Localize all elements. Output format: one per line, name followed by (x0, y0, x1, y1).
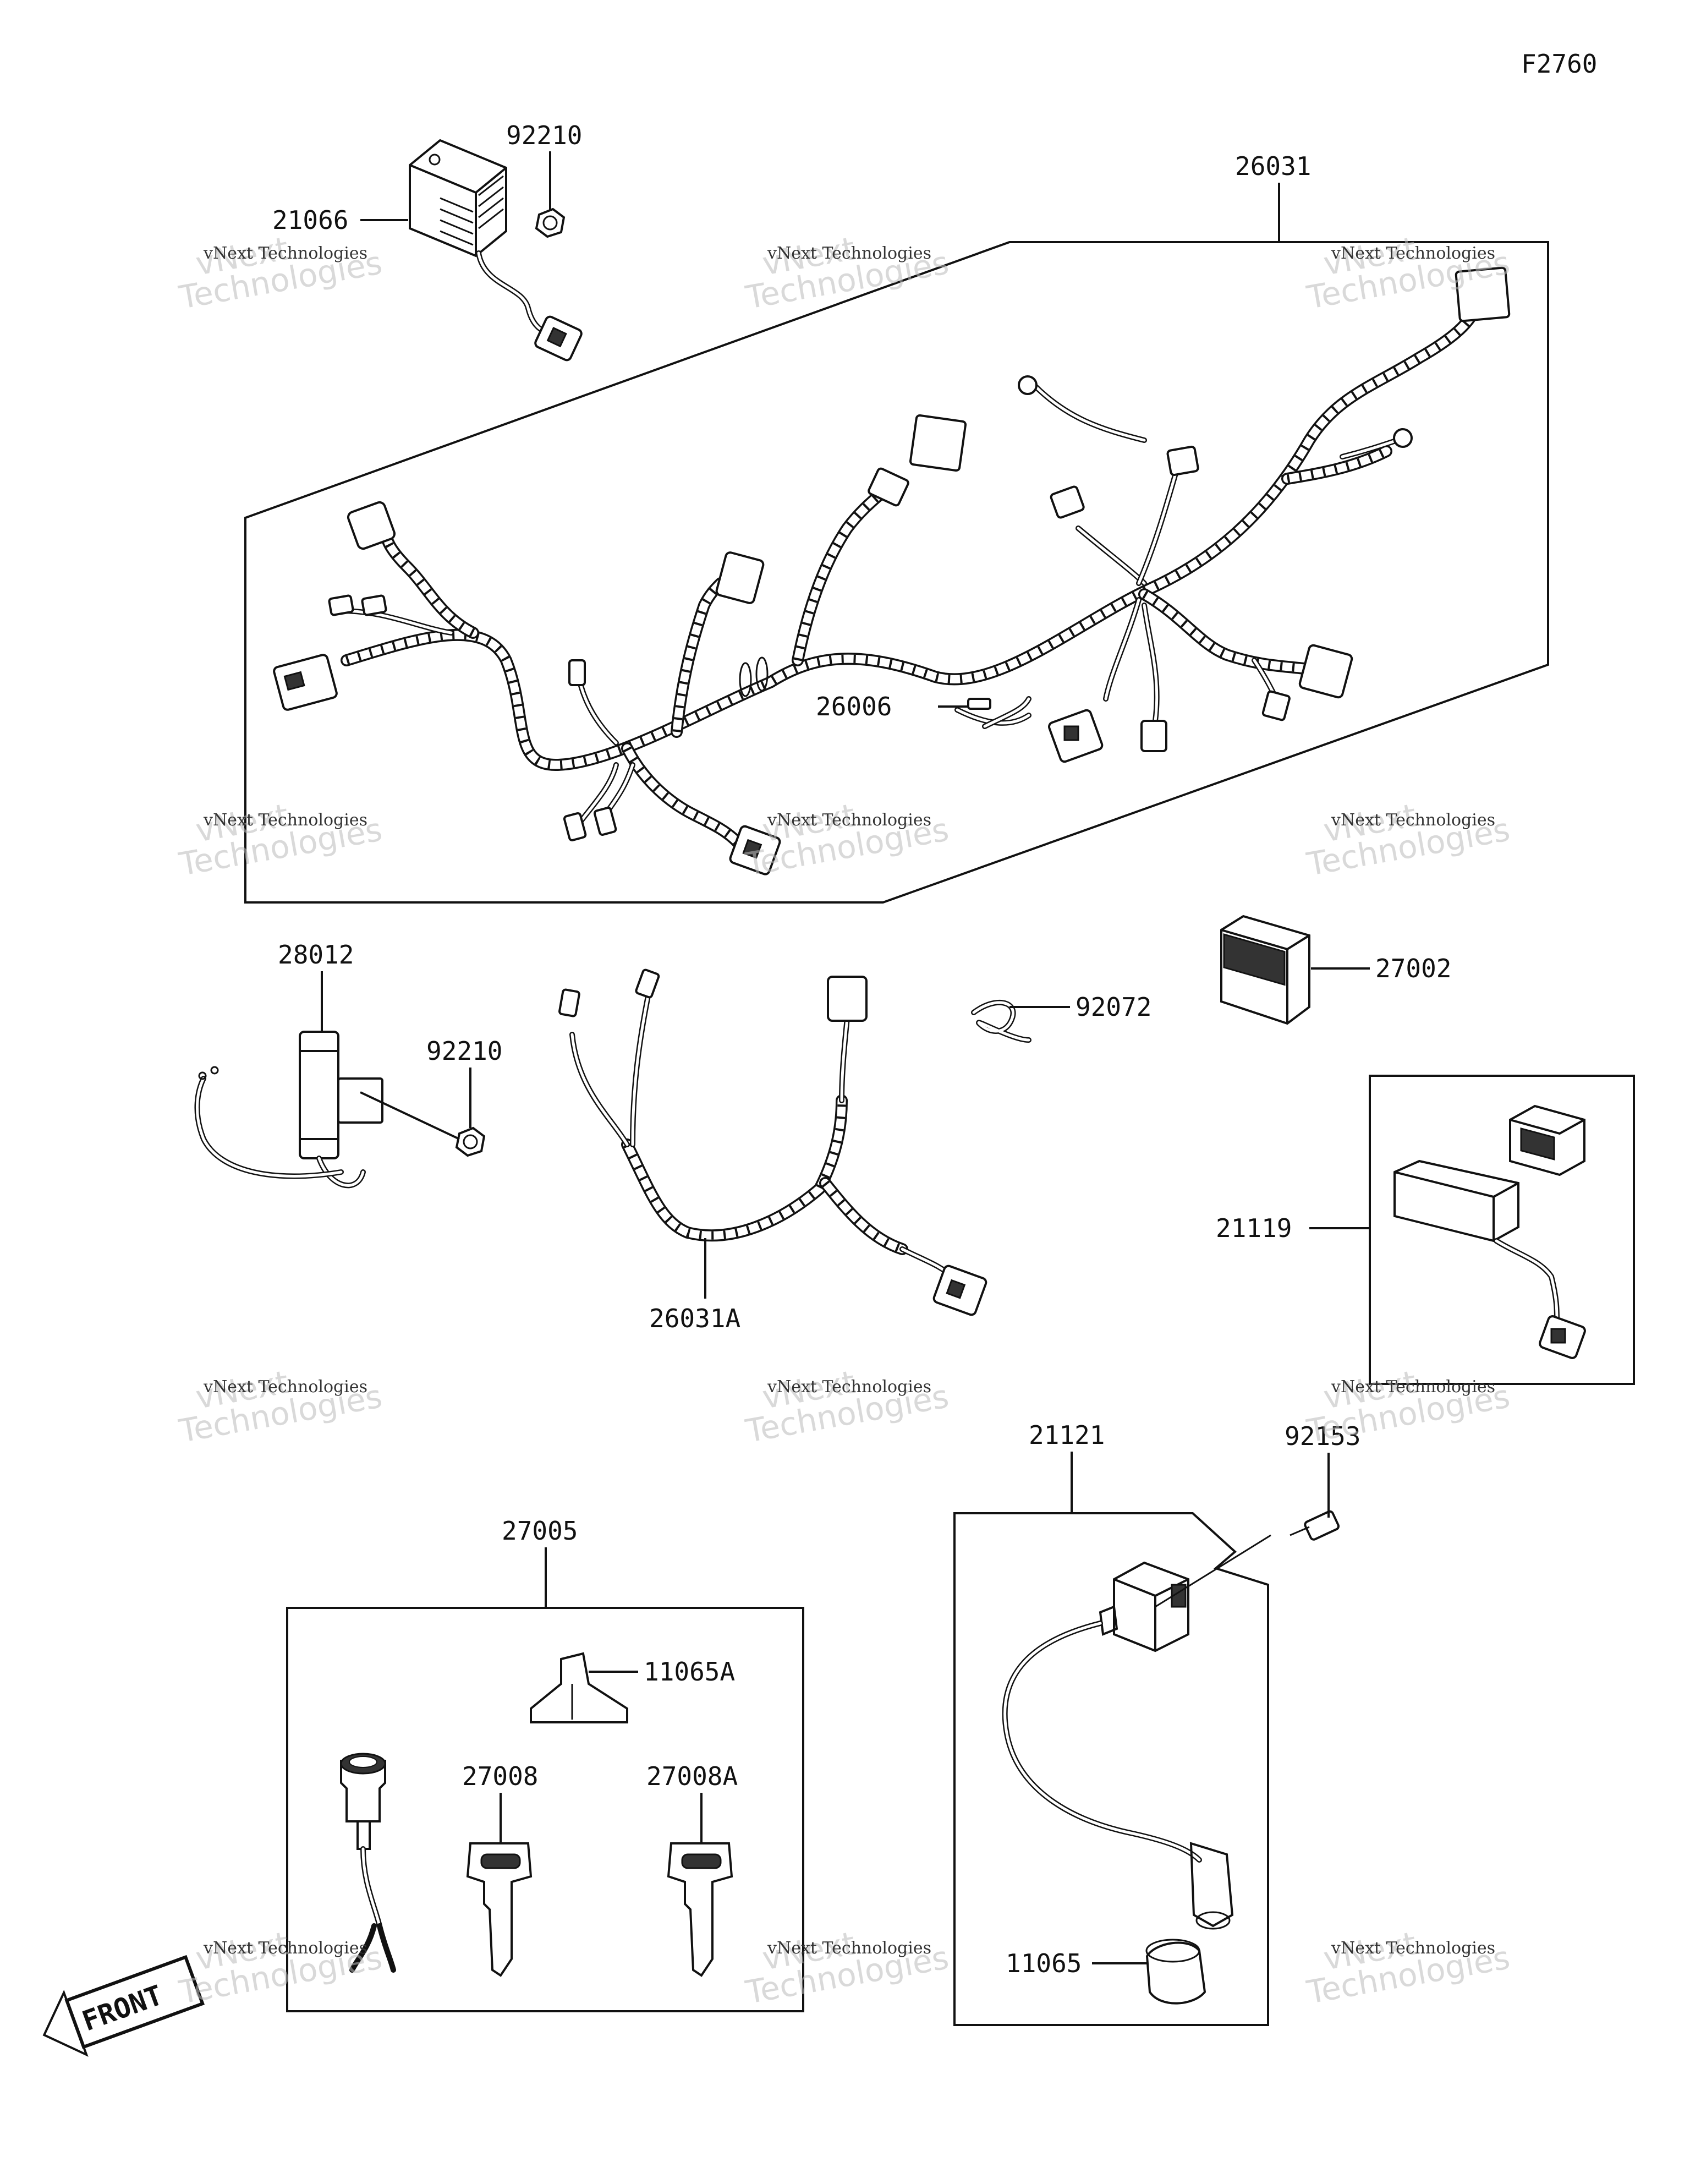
svg-text:vNext Technologies: vNext Technologies (767, 1939, 931, 1958)
svg-text:vNext Technologies: vNext Technologies (203, 811, 367, 830)
label-26031: 26031 (1235, 151, 1311, 181)
frame-26031 (244, 241, 1549, 904)
front-arrow: FRONT (42, 1955, 205, 2057)
label-21121: 21121 (1029, 1420, 1105, 1450)
part-92153-bolt[interactable] (1290, 1510, 1340, 1541)
label-27008: 27008 (462, 1761, 538, 1791)
part-26031-main-harness[interactable] (273, 266, 1511, 875)
svg-text:vNext Technologies: vNext Technologies (767, 244, 931, 263)
part-27008A-key[interactable] (667, 1842, 733, 1977)
part-27005-key-switch[interactable] (340, 1753, 396, 1973)
part-26006[interactable] (967, 696, 1031, 729)
part-21121-ignition-coil[interactable] (1002, 1561, 1234, 1930)
part-92210-nut-top[interactable] (535, 207, 566, 238)
svg-text:vNext Technologies: vNext Technologies (1331, 1377, 1495, 1397)
watermarks: vNext Technologies vNext Technologies vN… (176, 229, 1513, 2011)
svg-text:vNext Technologies: vNext Technologies (767, 811, 931, 830)
part-92210-nut-mid[interactable] (455, 1126, 486, 1157)
label-26031A: 26031A (649, 1304, 740, 1333)
part-21066-regulator[interactable] (409, 139, 583, 362)
label-21066: 21066 (272, 205, 348, 235)
part-27008-key[interactable] (466, 1842, 533, 1977)
svg-text:vNext Technologies: vNext Technologies (767, 1377, 931, 1397)
part-28012-sensor[interactable] (194, 1031, 383, 1189)
label-26006: 26006 (816, 692, 892, 721)
label-92072: 92072 (1076, 992, 1151, 1022)
part-21119-unit[interactable] (1393, 1104, 1586, 1359)
label-21119: 21119 (1216, 1213, 1292, 1243)
frame-21119 (1369, 1075, 1635, 1385)
label-11065A: 11065A (644, 1657, 735, 1687)
svg-text:vNext Technologies: vNext Technologies (1331, 244, 1495, 263)
label-27008A: 27008A (646, 1761, 738, 1791)
svg-text:vNext Technologies: vNext Technologies (203, 1377, 367, 1397)
svg-text:vNext Technologies: vNext Technologies (1331, 1939, 1495, 1958)
svg-text:vNext Technologies: vNext Technologies (203, 1939, 367, 1958)
part-92072-band[interactable] (971, 999, 1031, 1043)
part-26031A-sub-harness[interactable] (558, 968, 987, 1316)
part-27002-relay[interactable] (1220, 915, 1310, 1025)
figure-code: F2760 (1521, 49, 1597, 79)
svg-text:vNext Technologies: vNext Technologies (203, 244, 367, 263)
label-28012: 28012 (278, 940, 354, 970)
label-27002: 27002 (1375, 954, 1451, 983)
part-11065-cap[interactable] (1145, 1939, 1206, 2005)
label-27005: 27005 (502, 1516, 578, 1546)
label-11065: 11065 (1006, 1948, 1082, 1978)
svg-text:vNext Technologies: vNext Technologies (1331, 811, 1495, 830)
part-11065A-cover[interactable] (530, 1652, 628, 1723)
label-92210-mid: 92210 (426, 1036, 502, 1066)
frame-21121 (953, 1512, 1269, 2026)
label-92153: 92153 (1285, 1421, 1360, 1451)
label-92210-top: 92210 (506, 121, 582, 150)
